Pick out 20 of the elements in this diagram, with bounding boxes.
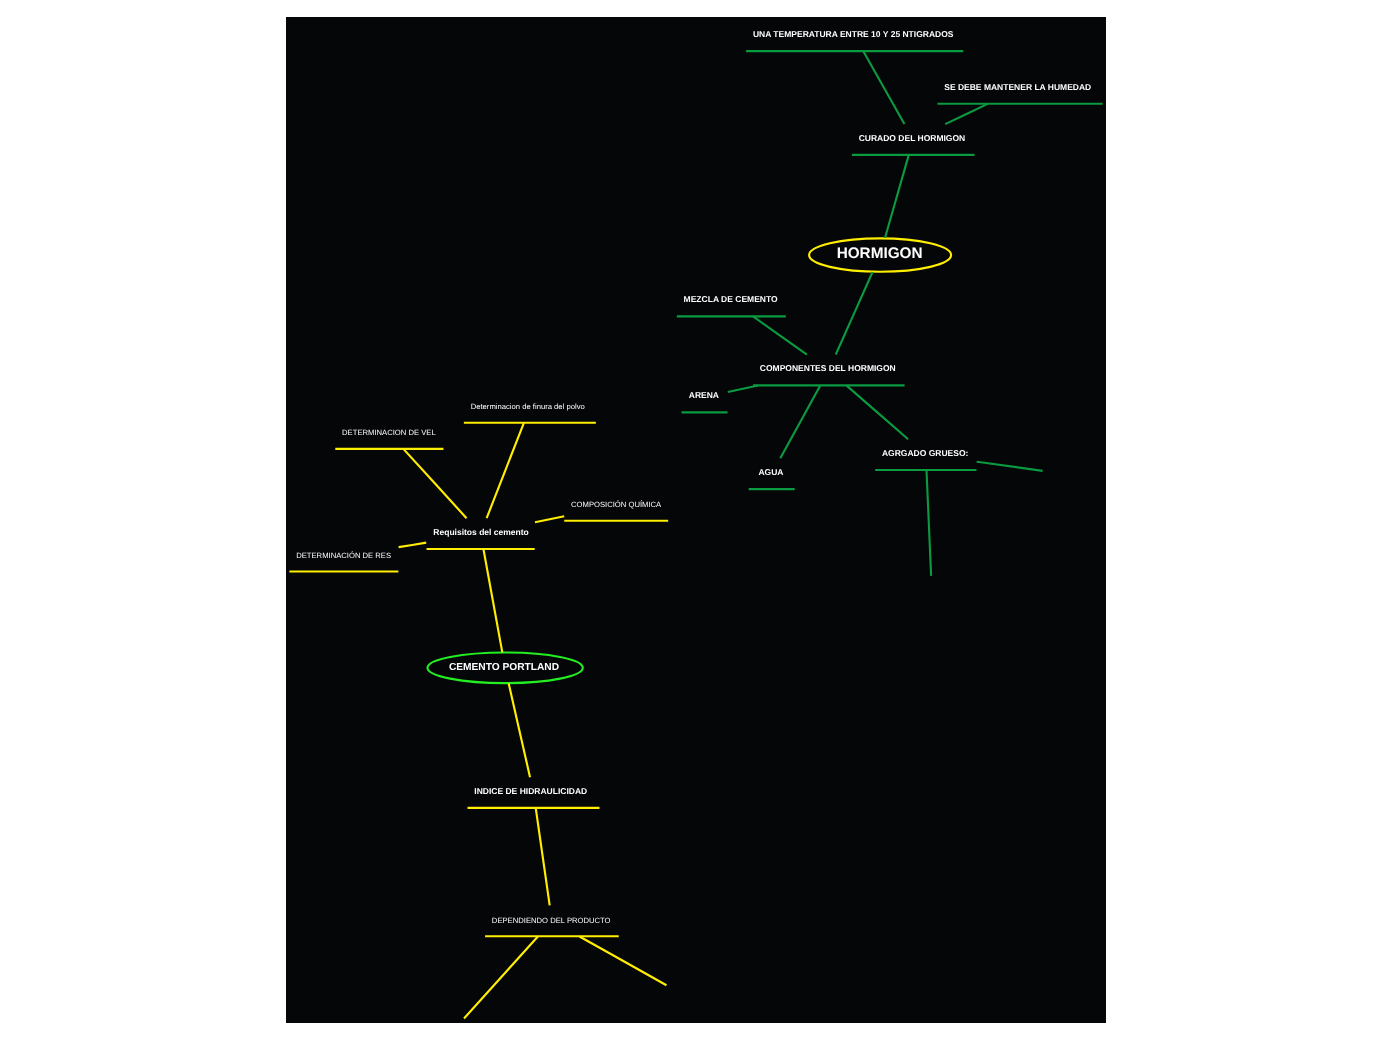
connector <box>779 385 822 459</box>
connector <box>463 935 539 1020</box>
connector <box>534 515 565 524</box>
connector <box>862 50 906 125</box>
connector <box>925 470 933 576</box>
connector <box>398 541 427 549</box>
connector <box>402 448 468 519</box>
connector <box>883 154 910 239</box>
connector <box>845 384 909 441</box>
connector <box>976 460 1043 472</box>
connector <box>834 271 874 355</box>
connector <box>944 102 989 126</box>
connector <box>482 549 504 653</box>
connector <box>507 683 532 778</box>
connector <box>485 422 525 519</box>
connector <box>752 315 808 356</box>
node-ellipse: HORMIGON <box>808 237 953 273</box>
connector <box>534 807 551 906</box>
connector <box>727 384 759 394</box>
connector <box>578 935 667 987</box>
